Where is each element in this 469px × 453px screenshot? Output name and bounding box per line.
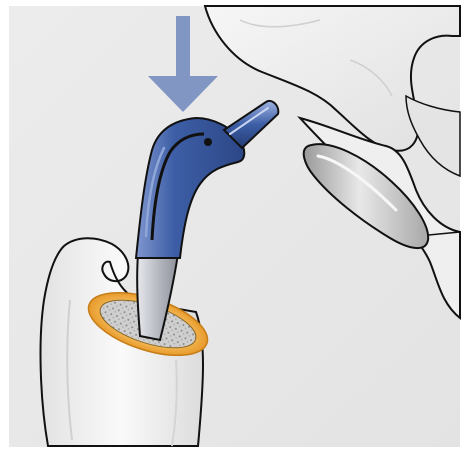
illustration-canvas bbox=[0, 0, 469, 453]
hip-implant-illustration bbox=[0, 0, 469, 453]
